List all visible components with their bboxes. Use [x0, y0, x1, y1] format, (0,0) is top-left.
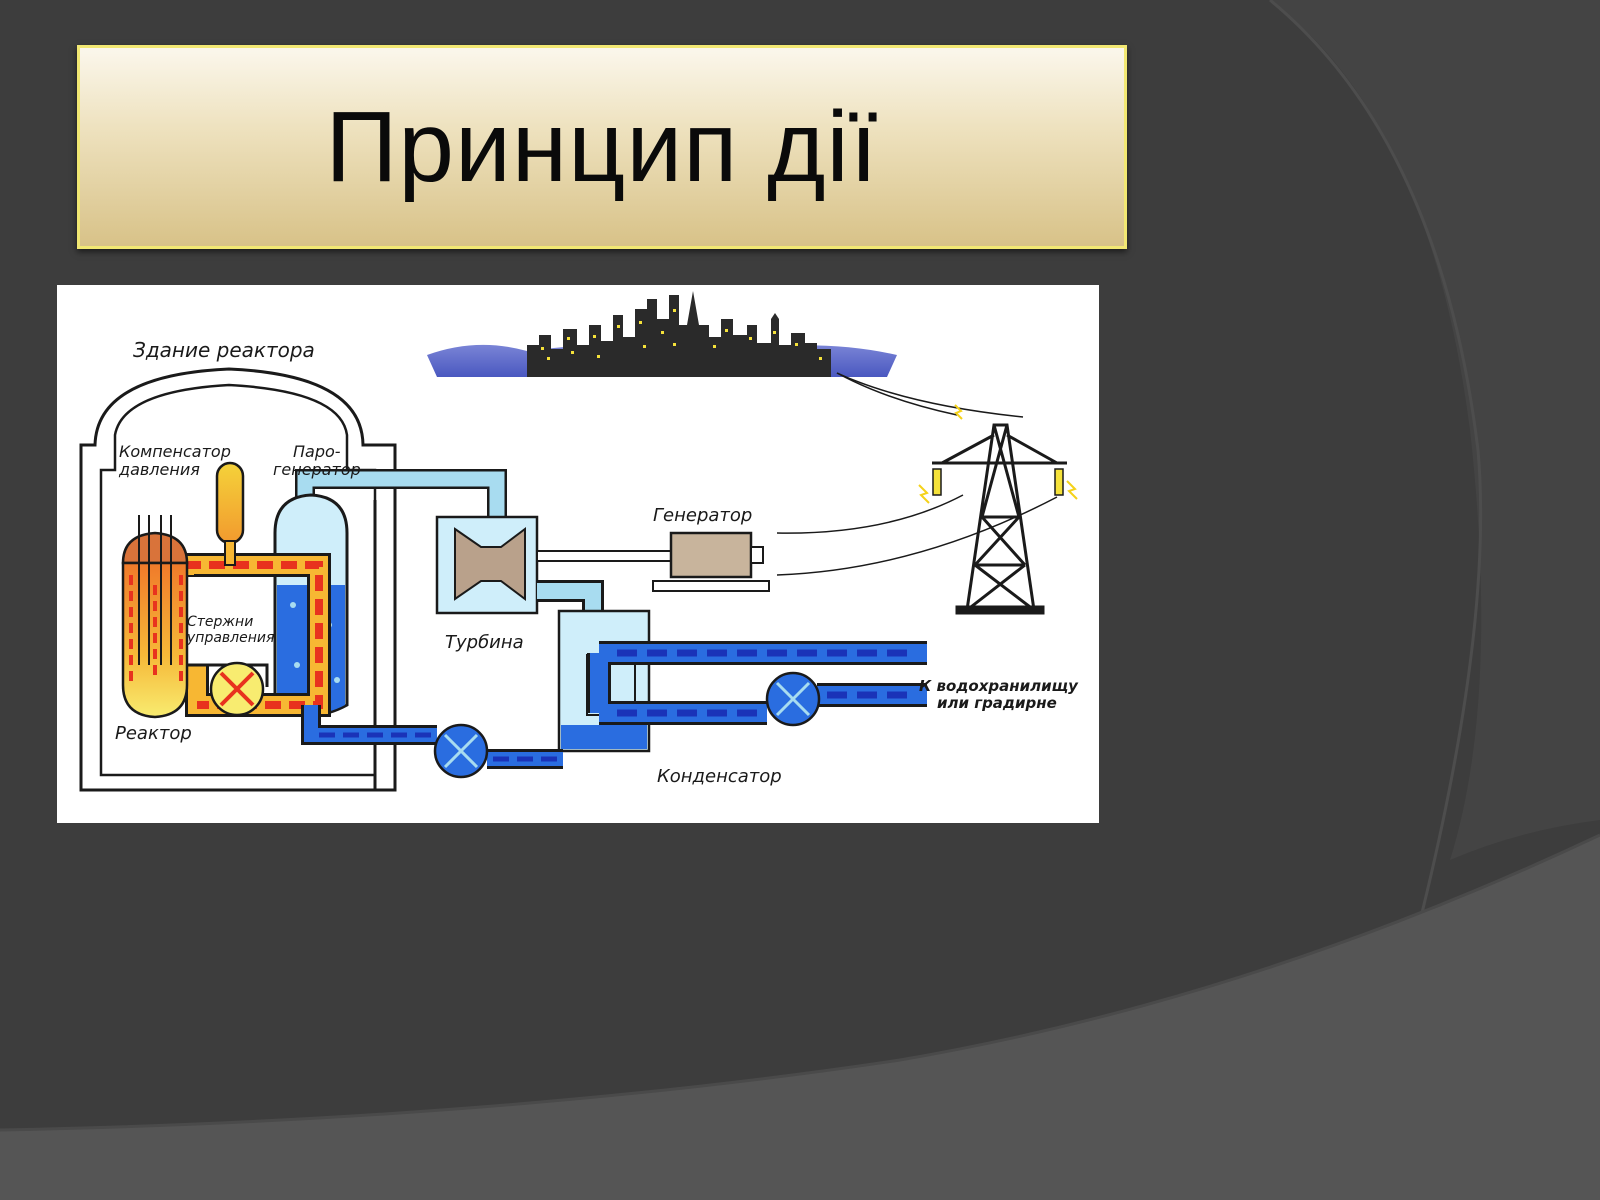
feedwater-pump-impeller	[443, 733, 479, 769]
tower-base	[955, 605, 1045, 615]
pressurizer-tank	[215, 461, 245, 545]
cooling-water-loop	[587, 641, 927, 727]
background-bottom-swoosh-edge	[0, 833, 1600, 1132]
feedwater-loop	[301, 705, 563, 779]
turbine-shaft	[536, 550, 672, 562]
label-pressurizer-1: Компенсатор	[119, 442, 231, 461]
label-control-rods-2: управления	[186, 630, 274, 646]
label-turbine: Турбина	[445, 632, 524, 653]
label-reservoir-1: К водохранилищу	[919, 677, 1079, 695]
label-control-rods-1: Стержни	[187, 614, 253, 630]
pressurizer-stem	[224, 540, 236, 566]
city-skyline	[427, 291, 897, 377]
spark-icons	[918, 404, 1078, 504]
cooling-water-dashes	[617, 649, 917, 717]
reactor-building-inner	[99, 383, 377, 777]
steam-pipe-top-fill	[297, 471, 505, 517]
pressurizer	[215, 461, 245, 566]
tower-frame	[965, 423, 1036, 612]
nuclear-plant-diagram: Здание реактора Компенсатор давления Пар…	[57, 285, 1099, 823]
title-banner: Принцип дії	[77, 45, 1127, 249]
label-generator: Генератор	[653, 505, 752, 526]
generator	[652, 531, 770, 592]
plant-diagram-svg: Здание реактора Компенсатор давления Пар…	[79, 291, 1079, 792]
power-line-city-2	[836, 372, 958, 416]
primary-loop-dashes	[185, 561, 323, 709]
label-steam-generator-1: Паро-	[293, 442, 341, 461]
power-line-gen-lower	[776, 496, 1058, 576]
background-bottom-swoosh	[0, 835, 1600, 1200]
tower-insulator-left	[932, 468, 942, 496]
city-buildings	[527, 291, 831, 377]
power-line-gen-upper	[776, 494, 964, 534]
cooling-pump-impeller	[775, 681, 811, 717]
turbine	[435, 515, 539, 615]
condenser-water	[561, 725, 647, 749]
label-reactor: Реактор	[115, 723, 192, 744]
primary-pump-impeller	[219, 671, 255, 707]
city-windows	[541, 309, 822, 360]
label-condenser: Конденсатор	[657, 766, 782, 787]
label-reactor-building: Здание реактора	[133, 338, 315, 362]
slide-title: Принцип дії	[325, 90, 879, 203]
generator-end	[750, 546, 764, 564]
turbine-rotor	[454, 527, 526, 601]
tower-crossarm	[932, 433, 1067, 465]
power-line-city	[836, 372, 1024, 418]
background-arc-band	[1270, 0, 1600, 860]
reactor-core-flow	[129, 575, 183, 685]
primary-loop-lower	[187, 663, 269, 687]
tower-insulator-right	[1054, 468, 1064, 496]
label-reservoir-2: или градирне	[937, 694, 1057, 712]
generator-body	[669, 531, 753, 579]
control-rods	[138, 515, 172, 665]
label-steam-generator-2: генератор	[273, 460, 361, 479]
transmission-tower	[918, 404, 1078, 615]
primary-pump	[209, 661, 265, 717]
generator-base	[652, 580, 770, 592]
feedwater-dashes	[319, 732, 557, 762]
reactor-vessel	[121, 515, 189, 719]
turbine-to-condenser-fill	[537, 583, 601, 615]
label-pressurizer-2: давления	[118, 460, 200, 479]
